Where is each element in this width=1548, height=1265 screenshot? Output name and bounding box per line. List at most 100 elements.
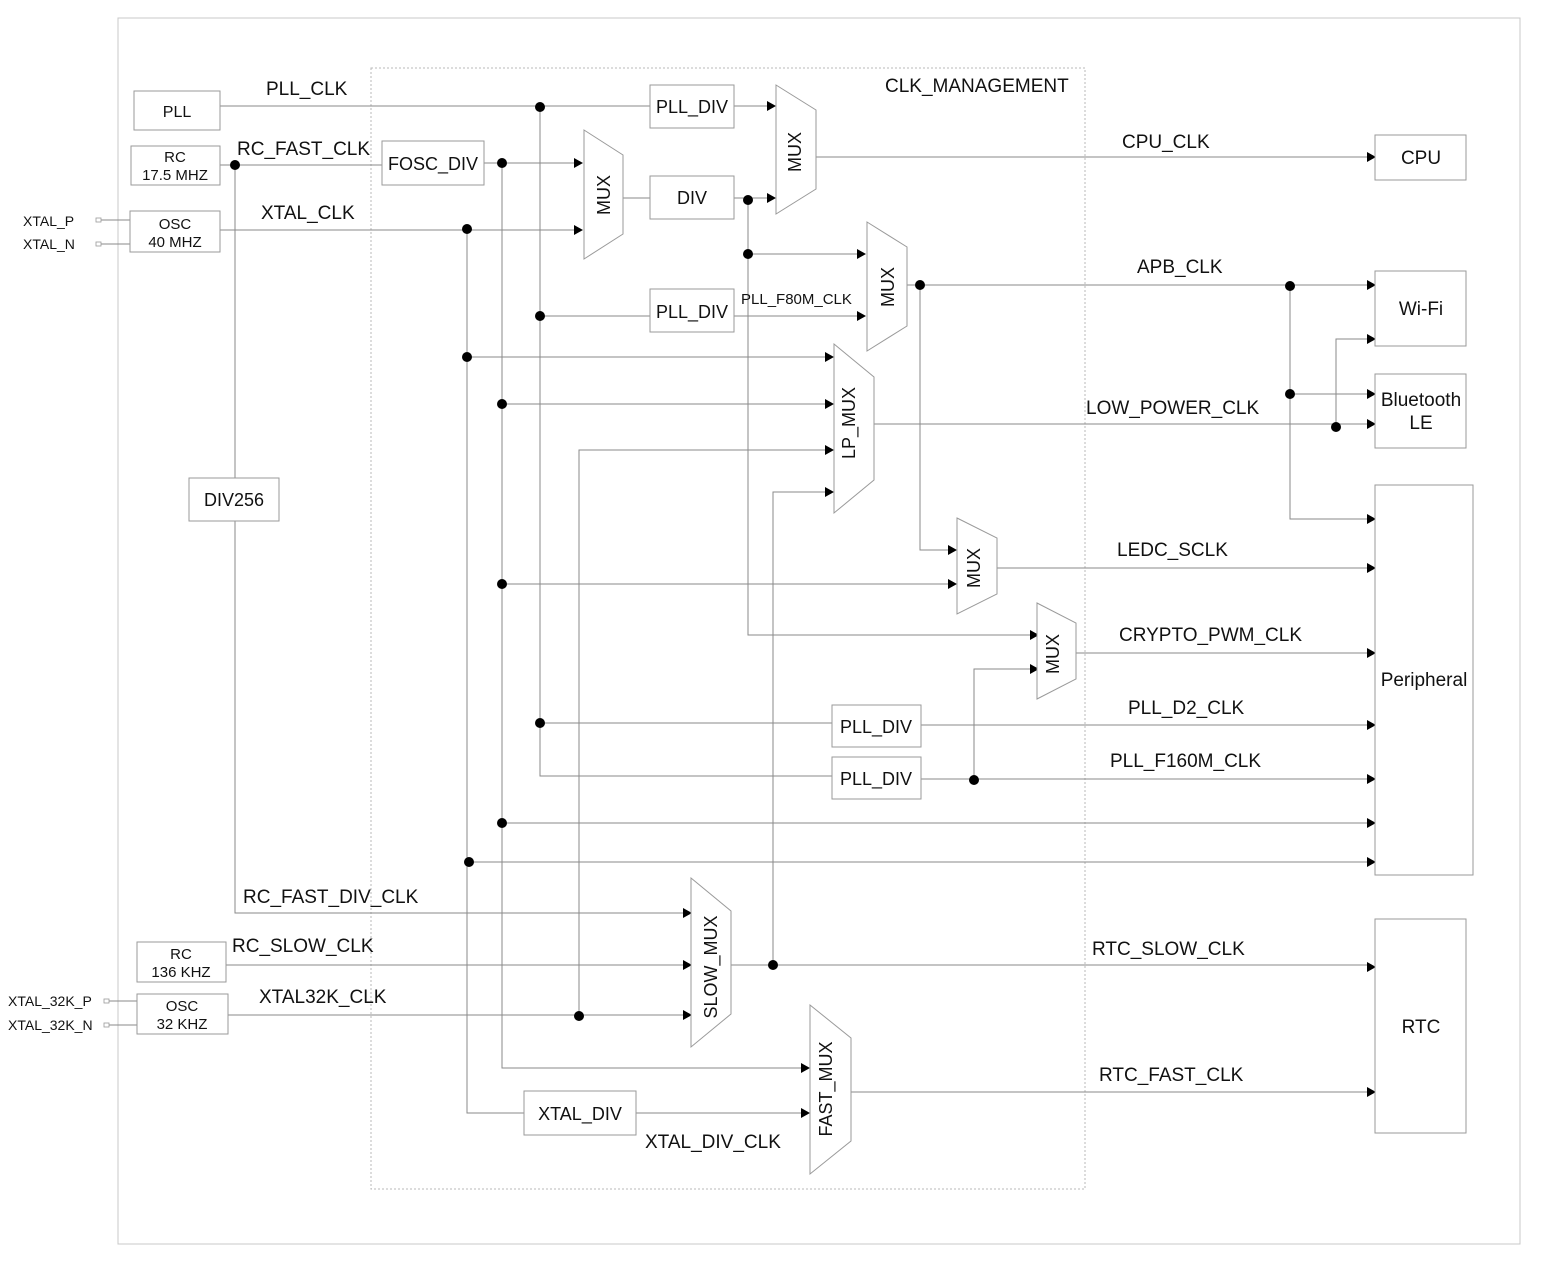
arrowhead	[801, 1063, 810, 1073]
mux-apb-label: MUX	[878, 267, 898, 307]
mux-ledc-label: MUX	[964, 548, 984, 588]
apb-clk-label: APB_CLK	[1137, 257, 1223, 278]
arrowhead	[825, 487, 834, 497]
junction-dot	[462, 224, 472, 234]
xtal-clk-label: XTAL_CLK	[261, 203, 355, 224]
lp-mux-shape	[833, 342, 875, 515]
xtal-div-box	[523, 1090, 637, 1136]
pll-div-d2-box	[831, 704, 922, 748]
cpu-label: CPU	[1401, 148, 1441, 169]
rtc-slow-clk-label: RTC_SLOW_CLK	[1092, 939, 1245, 960]
xtal-div-label: XTAL_DIV	[538, 1104, 622, 1125]
mux-crypto-label: MUX	[1043, 634, 1063, 674]
junction-dot	[768, 960, 778, 970]
arrowhead	[1367, 334, 1376, 344]
div-box	[649, 175, 735, 220]
peripheral-label: Peripheral	[1381, 670, 1468, 691]
pin-marker	[95, 217, 102, 223]
junction-dot	[535, 102, 545, 112]
arrowhead	[1367, 280, 1376, 290]
pll-f160m-clk-label: PLL_F160M_CLK	[1110, 751, 1261, 772]
arrowhead	[1030, 664, 1039, 674]
div-label: DIV	[677, 188, 707, 208]
pll-div-d2-label: PLL_DIV	[840, 717, 912, 738]
pll-f80m-clk-label: PLL_F80M_CLK	[741, 291, 852, 308]
pll-div-f160-box	[831, 756, 922, 800]
mux-cpu-shape	[775, 84, 817, 215]
crypto-pwm-clk-label: CRYPTO_PWM_CLK	[1119, 625, 1302, 646]
arrowhead	[1367, 514, 1376, 524]
xtal32k-clk-label: XTAL32K_CLK	[259, 987, 387, 1008]
fast-mux-shape	[809, 1003, 852, 1176]
junction-dot	[574, 1011, 584, 1021]
pll-source-label: PLL	[163, 104, 192, 121]
arrowhead	[1367, 720, 1376, 730]
junction-dot	[969, 775, 979, 785]
lp-mux-label: LP_MUX	[839, 387, 860, 459]
osc-32-label-2: 32 KHZ	[157, 1016, 208, 1033]
clk-management-region	[370, 67, 1086, 1190]
rtc-box	[1374, 918, 1467, 1134]
rtc-label: RTC	[1402, 1017, 1441, 1038]
arrowhead	[1367, 389, 1376, 399]
source-blocks: PLL RC 17.5 MHZ OSC 40 MHZ RC 136 KHZ OS…	[129, 90, 229, 1035]
junction-dot	[462, 352, 472, 362]
ledc-sclk-label: LEDC_SCLK	[1117, 540, 1228, 561]
rc-slow-label-2: 136 KHZ	[151, 964, 210, 981]
junction-dot	[1285, 389, 1295, 399]
div256-box	[188, 477, 280, 522]
rc-fast-div-clk-label: RC_FAST_DIV_CLK	[243, 887, 419, 908]
wifi-box	[1374, 270, 1467, 347]
pll-div-f160-label: PLL_DIV	[840, 769, 912, 790]
mux-a-label: MUX	[594, 175, 614, 215]
cpu-clk-label: CPU_CLK	[1122, 132, 1210, 153]
pll-div-top-label: PLL_DIV	[656, 97, 728, 118]
junctions	[230, 102, 1341, 1021]
rc-fast-clk-label: RC_FAST_CLK	[237, 139, 370, 160]
rtc-fast-clk-label: RTC_FAST_CLK	[1099, 1065, 1244, 1086]
arrowhead	[1367, 152, 1376, 162]
arrowhead	[1367, 774, 1376, 784]
bluetooth-le-label-1: Bluetooth	[1381, 390, 1461, 411]
rc-fast-label-1: RC	[164, 149, 186, 166]
bluetooth-le-box	[1374, 373, 1467, 449]
pll-d2-clk-label: PLL_D2_CLK	[1128, 698, 1245, 719]
junction-dot	[464, 857, 474, 867]
arrowheads	[574, 101, 1376, 1118]
rc-slow-oscillator-box	[136, 941, 227, 983]
signal-labels: PLL_CLK RC_FAST_CLK XTAL_CLK PLL_F80M_CL…	[232, 79, 1302, 1153]
arrowhead	[948, 545, 957, 555]
pll-div-f80-box	[649, 288, 735, 333]
junction-dot	[497, 818, 507, 828]
arrowhead	[1367, 962, 1376, 972]
outer-frame	[117, 17, 1521, 1245]
fast-mux-label: FAST_MUX	[816, 1041, 837, 1136]
fosc-div-label: FOSC_DIV	[388, 154, 478, 175]
peripheral-box	[1374, 484, 1474, 876]
mux-apb-shape	[866, 221, 908, 352]
pll-clk-label: PLL_CLK	[266, 79, 348, 100]
consumer-blocks: CPU Wi-Fi Bluetooth LE Peripheral RTC	[1374, 134, 1474, 1134]
junction-dot	[1285, 281, 1295, 291]
arrowhead	[857, 311, 866, 321]
arrowhead	[574, 225, 583, 235]
pin-label-xtal-n: XTAL_N	[23, 236, 75, 252]
osc-40-label-1: OSC	[159, 216, 192, 233]
cpu-box	[1374, 134, 1467, 181]
pin-label-xtal-32k-p: XTAL_32K_P	[8, 993, 92, 1009]
junction-dot	[743, 195, 753, 205]
arrowhead	[825, 445, 834, 455]
rc-fast-oscillator-box	[130, 145, 221, 186]
arrowhead	[825, 352, 834, 362]
arrowhead	[801, 1108, 810, 1118]
arrowhead	[1030, 630, 1039, 640]
arrowhead	[948, 579, 957, 589]
junction-dot	[915, 280, 925, 290]
arrowhead	[767, 101, 776, 111]
pin-marker	[103, 998, 110, 1004]
slow-mux-label: SLOW_MUX	[701, 915, 722, 1018]
low-power-clk-label: LOW_POWER_CLK	[1086, 398, 1259, 419]
pll-div-top-box	[649, 84, 735, 129]
pin-marker	[95, 241, 102, 247]
